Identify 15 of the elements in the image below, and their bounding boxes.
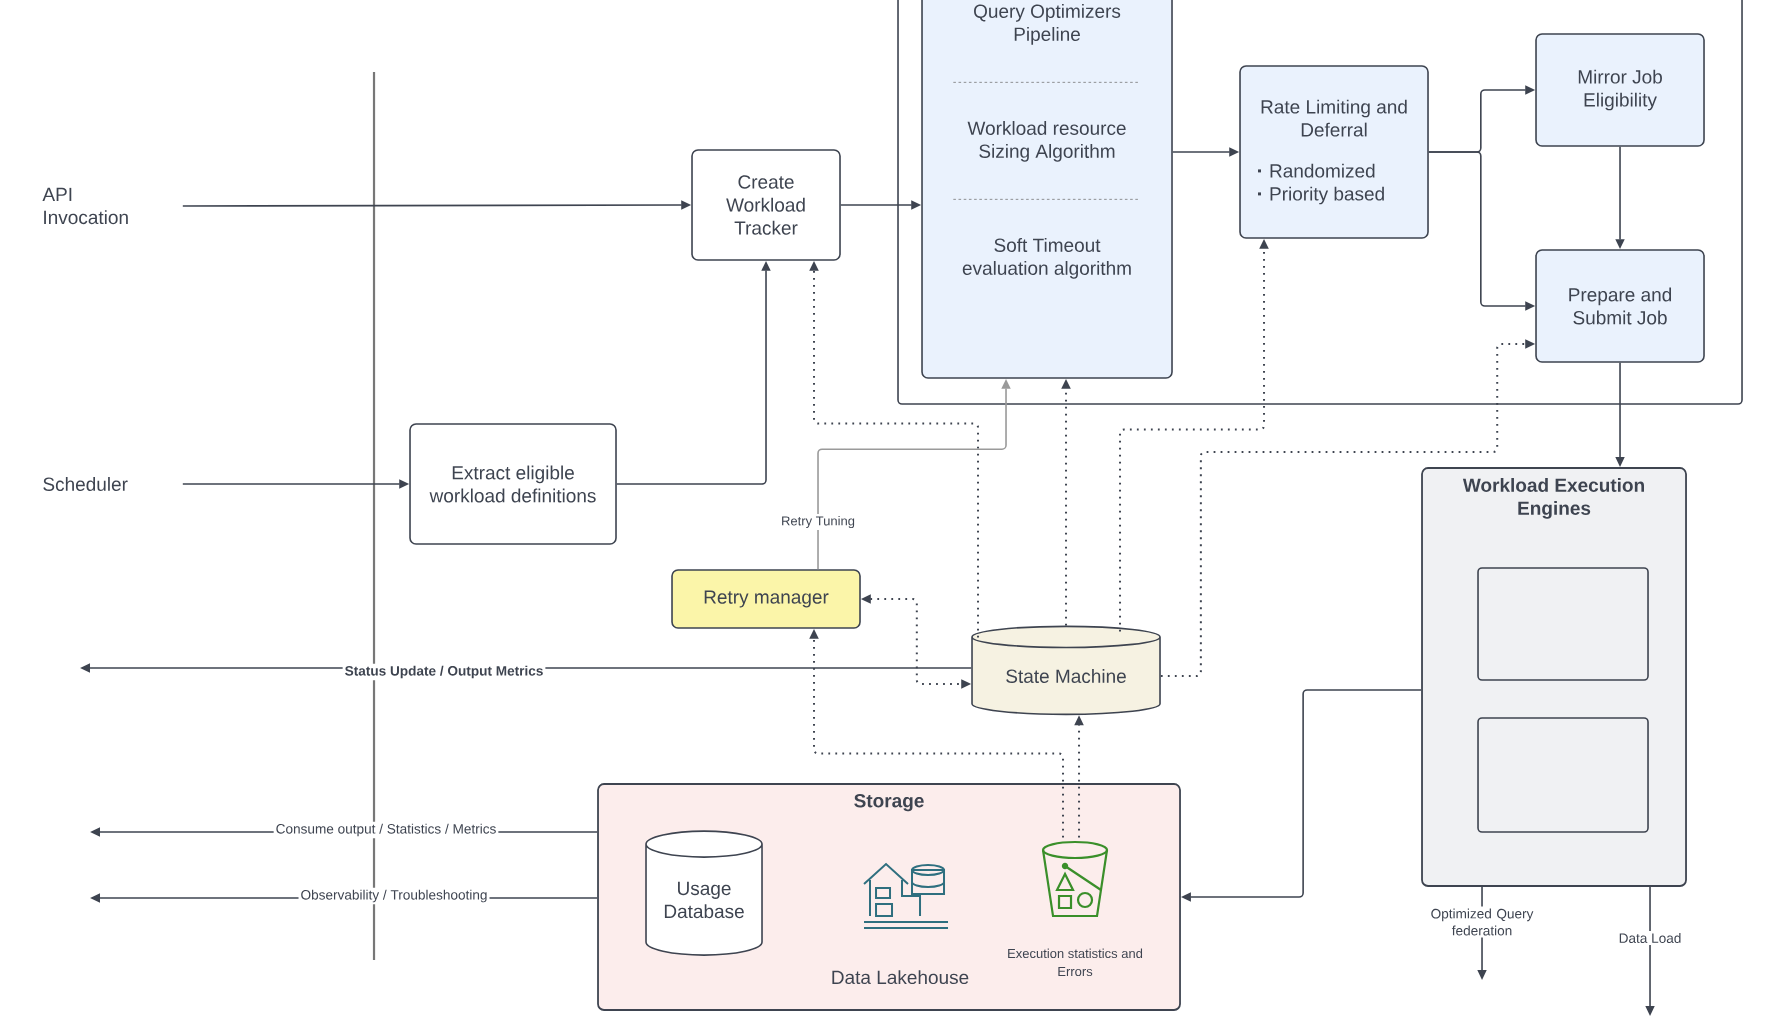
process-box: Mirror Job Eligibility — [1535, 33, 1705, 147]
engine-box — [1477, 717, 1649, 833]
input-label: API Invocation — [42, 187, 128, 225]
process-box: Extract eligible workload definitions — [409, 423, 617, 545]
icon-caption: Data Lakehouse — [832, 970, 969, 985]
database-cylinder: Usage Database — [645, 830, 763, 956]
input-label: Scheduler — [43, 477, 128, 491]
engine-box — [1477, 567, 1649, 681]
pipeline-box: Query Optimizers Pipeline Workload resource Sizing Algorithm Soft Timeout evaluation algorithm — [921, 0, 1173, 379]
database-cylinder: State Machine — [971, 625, 1161, 716]
process-box: Create Workload Tracker — [691, 149, 841, 261]
process-box: Rate Limiting and Deferral Randomized Priority based — [1239, 65, 1429, 239]
process-box: Prepare and Submit Job — [1535, 249, 1705, 363]
container-box — [897, 0, 1743, 405]
manager-box: Retry manager — [671, 569, 861, 629]
